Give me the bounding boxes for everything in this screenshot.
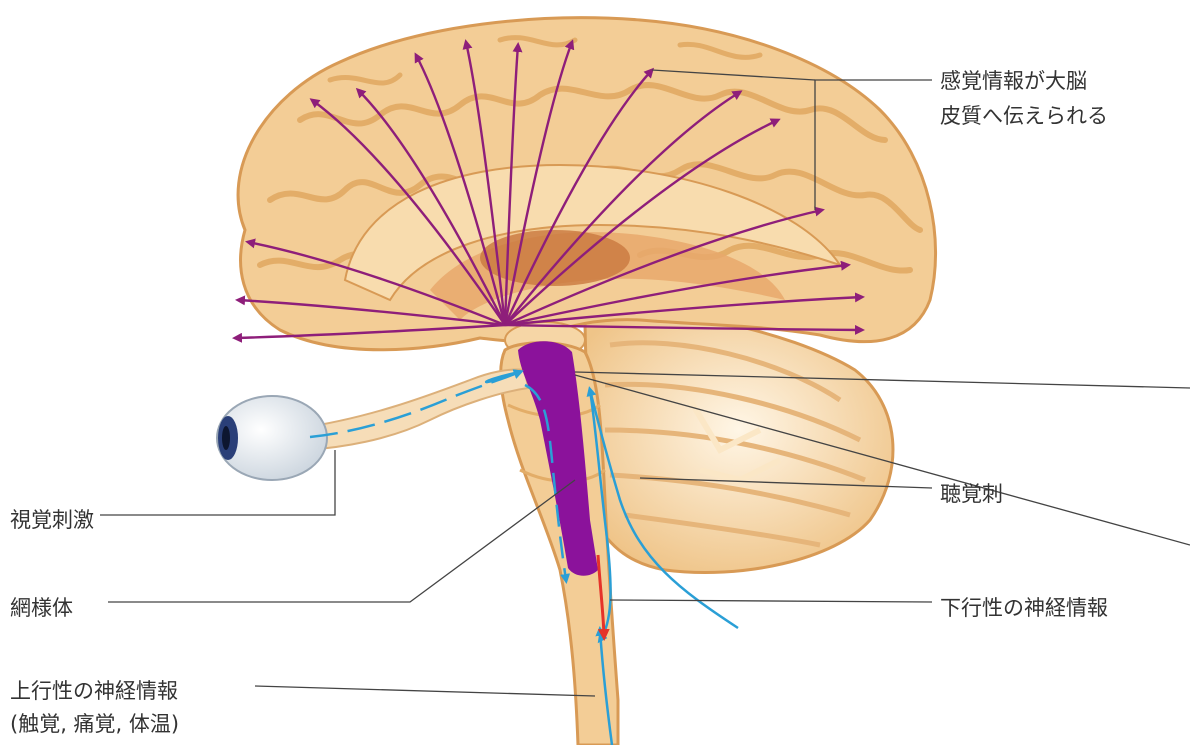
label-descending-info: 下行性の神経情報	[940, 593, 1108, 623]
leader-line	[610, 600, 932, 602]
label-auditory-stimulus: 聴覚刺	[940, 479, 1003, 509]
label-ascending-examples: (触覚, 痛覚, 体温)	[10, 709, 179, 739]
leader-line	[108, 480, 575, 602]
label-sensory-to-cortex-line2: 皮質へ伝えられる	[940, 101, 1108, 131]
cerebellum	[585, 313, 893, 573]
label-sensory-to-cortex-line1: 感覚情報が大脳	[940, 66, 1087, 96]
leader-line	[255, 686, 595, 696]
label-reticular-formation: 網様体	[10, 593, 73, 623]
label-ascending-info: 上行性の神経情報	[10, 676, 178, 706]
label-visual-stimulus: 視覚刺激	[10, 505, 94, 535]
